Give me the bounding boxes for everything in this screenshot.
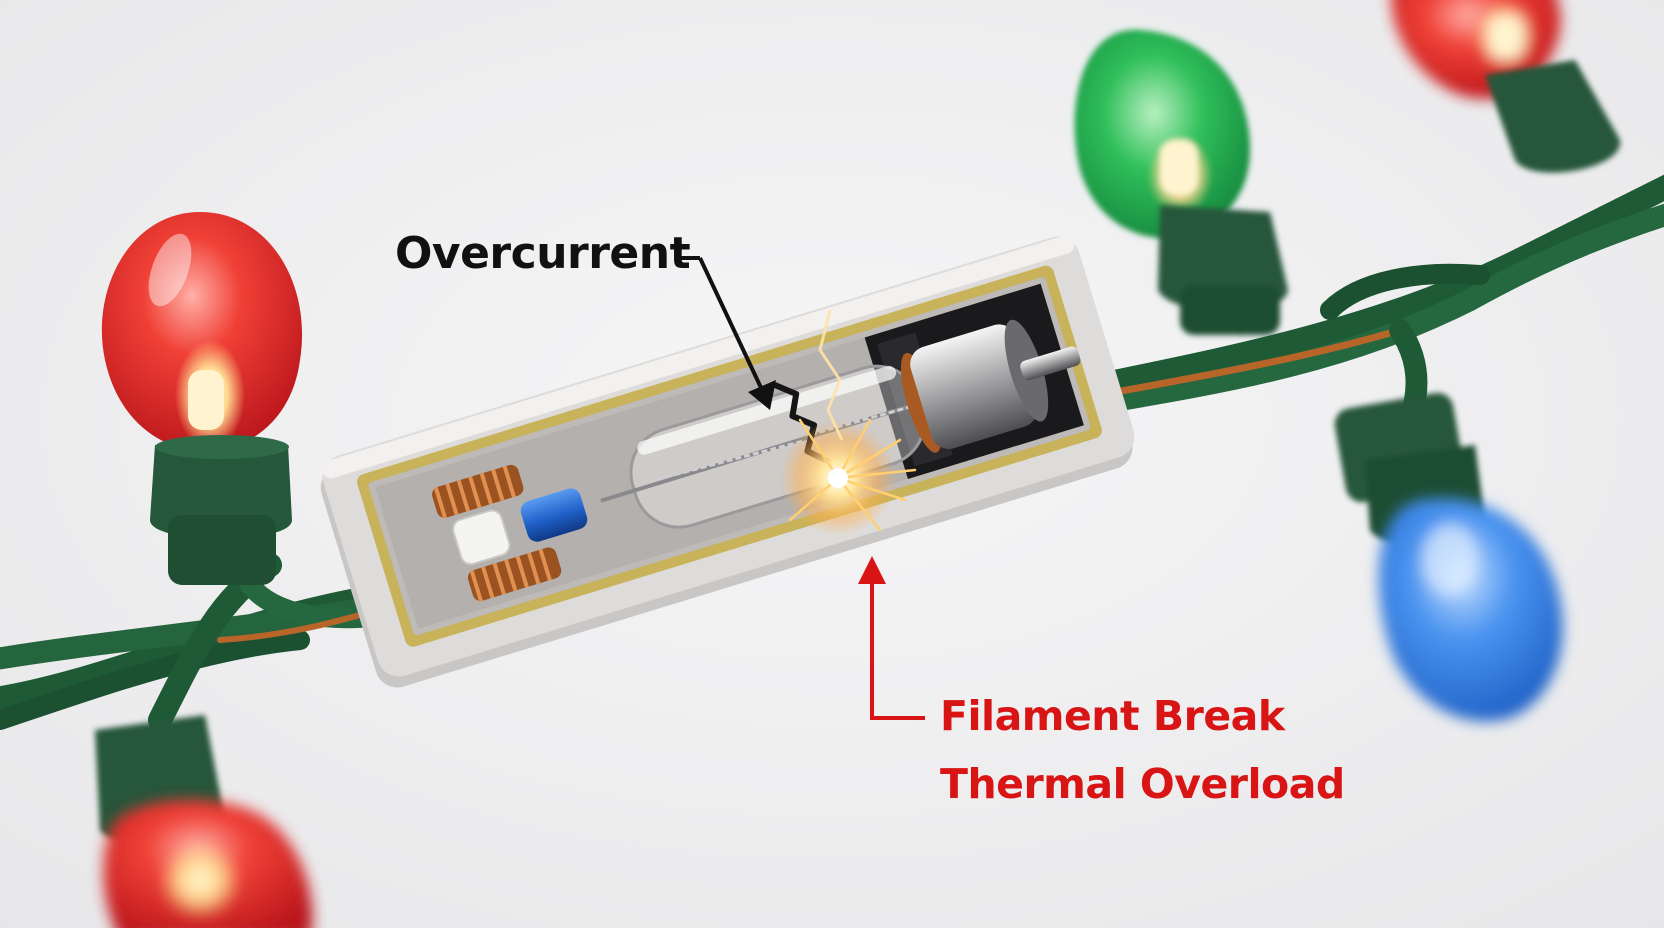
filament-break-label: Filament Break [940,692,1285,740]
red-bulb-left [101,212,303,452]
thermal-overload-label: Thermal Overload [940,760,1345,808]
red-bulb-top-right-socket [1485,60,1621,173]
green-bulb-socket [1158,205,1288,335]
fuse-housing [312,235,1176,688]
copper-coil-top [405,461,570,519]
red-bulb-bottom-left [103,799,313,928]
filament-arrow-icon [858,556,925,720]
red-bulb-left-socket [150,435,292,585]
white-sleeve [452,509,511,566]
green-bulb [1074,29,1250,239]
spark-icon [780,309,917,536]
copper-coil-bottom [431,544,606,602]
overcurrent-arrow-icon [680,256,776,410]
blue-bulb [1378,498,1563,722]
metal-end-cap [910,319,1081,450]
blue-sleeve [520,488,588,542]
overcurrent-label: Overcurrent [395,228,691,279]
